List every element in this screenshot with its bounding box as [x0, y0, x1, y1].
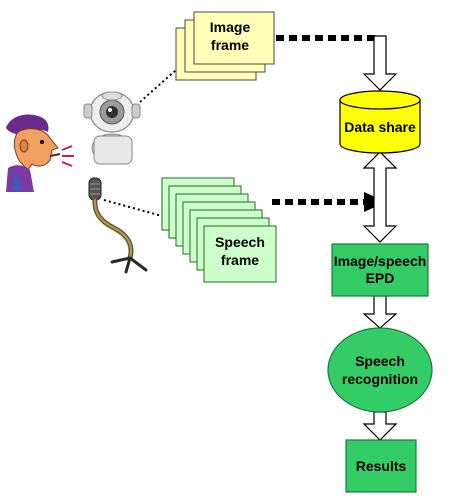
epd-label-line1: Image/speech — [334, 253, 427, 269]
webcam-icon — [83, 91, 141, 165]
speech-recognition-label-line1: Speech — [355, 353, 405, 369]
speech-frame-stack — [161, 177, 277, 283]
results-label: Results — [356, 458, 407, 474]
dotted-connectors — [103, 69, 177, 217]
speech-frame-label-line1: Speech — [215, 234, 265, 250]
speech-frame-label-line2: frame — [221, 252, 259, 268]
speech-frame-to-pipeline-arrow — [272, 192, 386, 212]
data-share-label: Data share — [344, 119, 416, 135]
image-frame-label-line2: frame — [211, 37, 249, 53]
data-share-node: Data share — [339, 90, 421, 154]
microphone-icon — [88, 177, 148, 274]
person-speaking-icon — [6, 114, 74, 192]
arrow-recognition-to-results — [362, 411, 398, 441]
arrow-into-data-share — [362, 35, 398, 91]
arrow-epd-to-recognition — [362, 295, 398, 329]
image-frame-stack: Image frame — [175, 11, 275, 81]
speech-recognition-label-line2: recognition — [342, 371, 418, 387]
mic-to-speech-frame-line — [103, 199, 163, 217]
image-frame-label-line1: Image — [210, 19, 251, 35]
arrow-between-data-share-and-epd — [362, 151, 398, 243]
speech-recognition-node: Speech recognition — [327, 327, 433, 413]
camera-to-image-frame-line — [139, 69, 177, 103]
epd-label-line2: EPD — [366, 270, 395, 286]
results-node: Results — [345, 439, 417, 493]
epd-node: Image/speech EPD — [331, 243, 429, 297]
